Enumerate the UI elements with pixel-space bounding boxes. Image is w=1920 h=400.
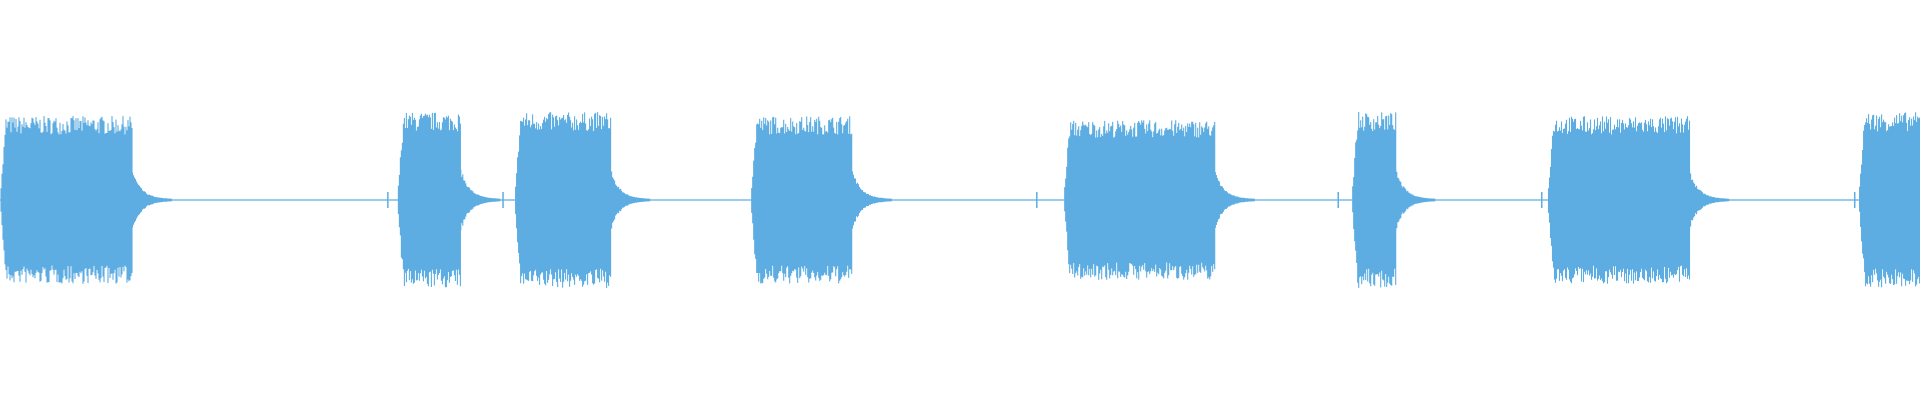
waveform-burst-2 (397, 112, 501, 288)
waveform-burst-6 (1352, 112, 1436, 288)
waveform-burst-4 (751, 116, 893, 284)
waveform-burst-8 (1859, 112, 1920, 288)
waveform-burst-3 (515, 112, 651, 288)
waveform-burst-7 (1547, 116, 1730, 284)
waveform-burst-5 (1064, 120, 1255, 280)
waveform-burst-1 (0, 116, 173, 284)
